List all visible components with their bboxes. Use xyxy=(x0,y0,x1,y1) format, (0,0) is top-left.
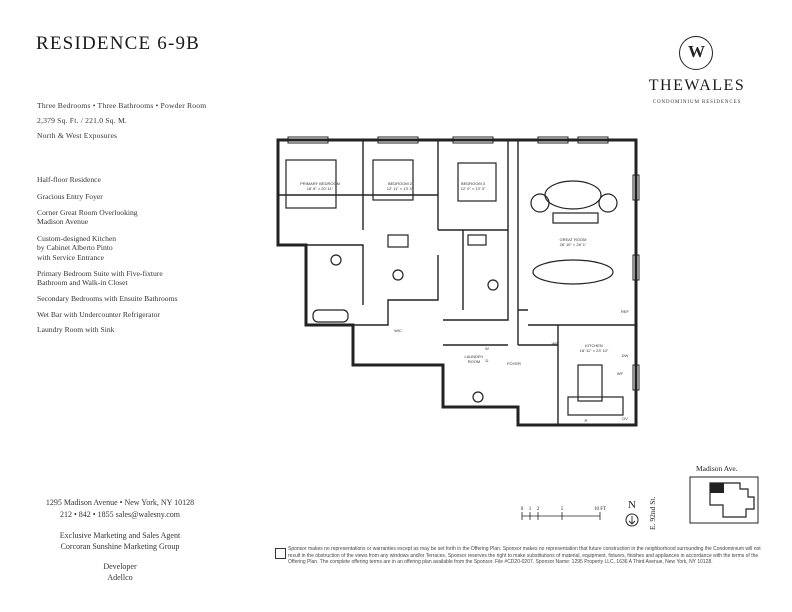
disclaimer: Sponsor makes no representations or warr… xyxy=(288,546,761,565)
feature-item: Secondary Bedrooms with Ensuite Bathroom… xyxy=(37,294,178,303)
north-arrow-icon xyxy=(625,513,639,527)
dining-table xyxy=(532,259,614,285)
label-kitchen: KITCHEN xyxy=(585,343,603,348)
label-r: R xyxy=(585,418,588,423)
label-ov: OV xyxy=(622,416,628,421)
dim-bedroom-2: 12' 11" × 13' 4" xyxy=(387,186,414,191)
label-laundry: LAUNDRY xyxy=(464,354,483,359)
label-w: W xyxy=(485,346,489,351)
feature-item: Corner Great Room Overlooking Madison Av… xyxy=(37,208,138,227)
label-wf: WF xyxy=(617,371,624,376)
bed-3 xyxy=(457,162,497,202)
floor-plan: PRIMARY BEDROOM 18' 8" × 20' 11" BEDROOM… xyxy=(276,136,640,427)
scale-tick-label: 5 xyxy=(561,507,564,512)
room-labels: PRIMARY BEDROOM 18' 8" × 20' 11" BEDROOM… xyxy=(300,181,629,423)
scale-tick-label: 2 xyxy=(537,507,540,512)
interior-walls xyxy=(278,140,636,425)
scale-tick-label: 0 xyxy=(521,507,524,512)
coffee-table xyxy=(544,180,602,210)
scale-tick-label: 10 FT xyxy=(594,507,606,512)
kitchen-island xyxy=(577,364,603,402)
agent-line-1: Exclusive Marketing and Sales Agent xyxy=(59,531,181,540)
spec-rooms: Three Bedrooms • Three Bathrooms • Powde… xyxy=(37,101,207,110)
label-wic: WIC xyxy=(394,328,402,333)
keyplan-avenue: Madison Ave. xyxy=(696,464,738,473)
equal-housing-icon xyxy=(275,548,286,559)
page-title: RESIDENCE 6-9B xyxy=(36,33,201,54)
keyplan-street: E. 92nd St. xyxy=(648,496,657,530)
label-ref: REF xyxy=(621,309,630,314)
spec-exposure: North & West Exposures xyxy=(37,131,118,140)
scale-tick-label: 1 xyxy=(529,507,532,512)
brand-name: THEWALES xyxy=(648,77,746,94)
dim-primary-bedroom: 18' 8" × 20' 11" xyxy=(307,186,334,191)
primary-bed xyxy=(285,159,337,209)
dim-kitchen: 18' 11" × 23' 10" xyxy=(580,348,609,353)
tub xyxy=(312,309,349,323)
label-foyer: FOYER xyxy=(507,361,521,366)
label-dw: DW xyxy=(622,353,629,358)
unit-location-marker xyxy=(710,483,724,493)
feature-item: Laundry Room with Sink xyxy=(37,325,115,334)
label-bedroom-2: BEDROOM 2 xyxy=(388,181,413,186)
feature-item: Wet Bar with Undercounter Refrigerator xyxy=(37,310,160,319)
developer-name: Adellco xyxy=(107,573,133,582)
sofa xyxy=(552,212,599,224)
agent-line-2: Corcoran Sunshine Marketing Group xyxy=(60,542,180,551)
label-d: D xyxy=(486,358,489,363)
spec-area: 2,379 Sq. Ft. / 221.0 Sq. M. xyxy=(37,116,127,125)
phone-email: 212 • 842 • 1855 sales@walesny.com xyxy=(60,510,180,519)
feature-item: Half-floor Residence xyxy=(37,175,101,184)
logo-letter: W xyxy=(688,42,705,61)
feature-item: Gracious Entry Foyer xyxy=(37,192,103,201)
feature-item: Primary Bedroom Suite with Five-fixture … xyxy=(37,269,163,288)
developer-label: Developer xyxy=(103,562,137,571)
feature-item: Custom-designed Kitchen by Cabinet Alber… xyxy=(37,234,117,262)
label-laundry-room: ROOM xyxy=(468,359,480,364)
dim-bedroom-3: 12' 0" × 13' 3" xyxy=(461,186,486,191)
logo-emblem xyxy=(679,36,713,70)
dim-great-room: 26' 10" × 28' 1" xyxy=(560,242,587,247)
label-bedroom-3: BEDROOM 3 xyxy=(461,181,486,186)
label-great-room: GREAT ROOM xyxy=(560,237,587,242)
label-primary-bedroom: PRIMARY BEDROOM xyxy=(300,181,340,186)
windows xyxy=(287,136,640,391)
keyplan-map xyxy=(689,476,759,524)
brand-subtitle: CONDOMINIUM RESIDENCES xyxy=(652,100,742,105)
scale-bar: 0 1 2 5 10 FT N xyxy=(521,500,639,527)
bed-2 xyxy=(372,159,414,201)
label-wr: WR xyxy=(552,341,559,346)
address: 1295 Madison Avenue • New York, NY 10128 xyxy=(45,498,195,507)
north-label: N xyxy=(628,500,636,511)
